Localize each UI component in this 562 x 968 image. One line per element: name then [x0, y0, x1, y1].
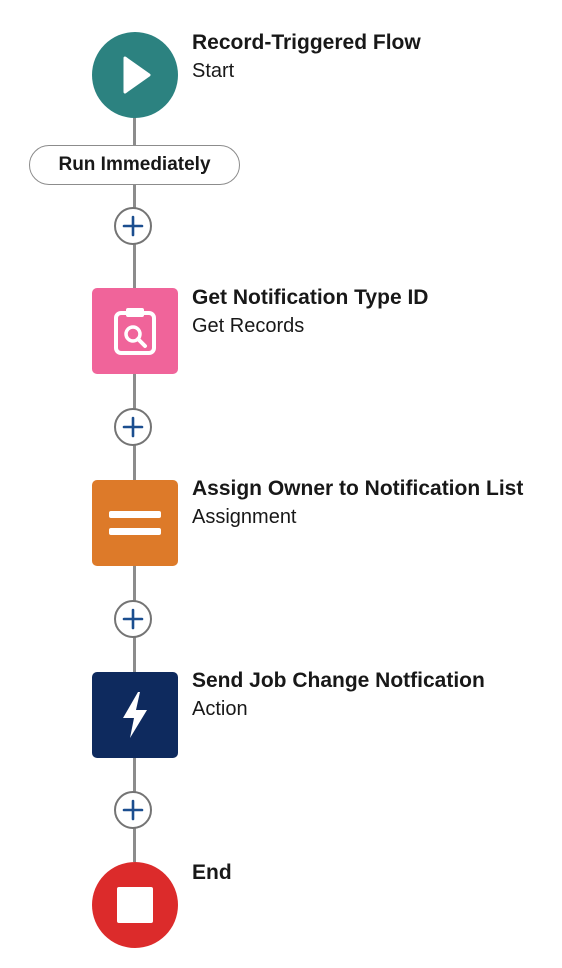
- add-element-button[interactable]: [114, 791, 152, 829]
- end-node[interactable]: [92, 862, 178, 948]
- assignment-subtitle: Assignment: [192, 506, 297, 528]
- path-label-pill[interactable]: Run Immediately: [29, 145, 240, 185]
- stop-icon: [117, 887, 153, 923]
- assignment-label: Assign Owner to Notification List Assign…: [192, 474, 542, 531]
- plus-icon: [122, 608, 144, 630]
- start-label: Record-Triggered Flow Start: [192, 28, 542, 85]
- plus-icon: [122, 416, 144, 438]
- add-element-button[interactable]: [114, 600, 152, 638]
- add-element-button[interactable]: [114, 207, 152, 245]
- start-node[interactable]: [92, 32, 178, 118]
- get-records-label: Get Notification Type ID Get Records: [192, 283, 542, 340]
- get-records-title: Get Notification Type ID: [192, 286, 429, 309]
- play-icon: [123, 56, 151, 94]
- lightning-bolt-icon: [123, 692, 147, 738]
- assignment-node[interactable]: [92, 480, 178, 566]
- start-title: Record-Triggered Flow: [192, 31, 421, 54]
- connector-line: [133, 115, 136, 145]
- get-records-node[interactable]: [92, 288, 178, 374]
- plus-icon: [122, 215, 144, 237]
- action-title: Send Job Change Notfication: [192, 669, 485, 692]
- equals-icon: [109, 511, 161, 535]
- add-element-button[interactable]: [114, 408, 152, 446]
- action-node[interactable]: [92, 672, 178, 758]
- action-label: Send Job Change Notfication Action: [192, 666, 542, 723]
- clipboard-search-icon: [114, 308, 156, 355]
- start-subtitle: Start: [192, 60, 235, 82]
- assignment-title: Assign Owner to Notification List: [192, 477, 524, 500]
- get-records-subtitle: Get Records: [192, 315, 305, 337]
- path-label: Run Immediately: [58, 154, 211, 175]
- end-label: End: [192, 858, 542, 887]
- end-title: End: [192, 861, 232, 884]
- action-subtitle: Action: [192, 698, 248, 720]
- plus-icon: [122, 799, 144, 821]
